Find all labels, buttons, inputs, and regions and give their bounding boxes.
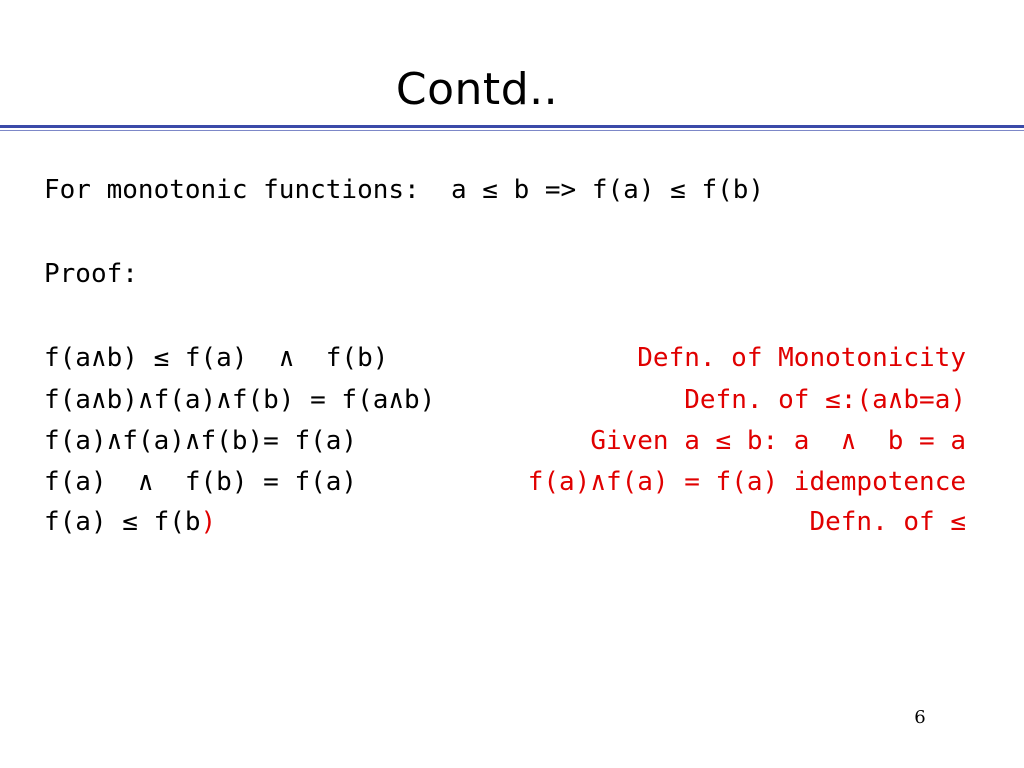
proof-step-statement-tail: ) bbox=[200, 507, 217, 537]
proof-step-statement: f(a) ≤ f(b) bbox=[44, 502, 216, 542]
proof-step-statement: f(a)∧f(a)∧f(b)= f(a) bbox=[44, 426, 358, 456]
proof-step-reason: Defn. of Monotonicity bbox=[637, 343, 966, 373]
proof-step-statement: f(a∧b)∧f(a)∧f(b) = f(a∧b) bbox=[44, 385, 436, 415]
theorem-statement: For monotonic functions: a ≤ b => f(a) ≤… bbox=[44, 175, 765, 205]
title-divider-thin bbox=[0, 130, 1024, 131]
page-number: 6 bbox=[914, 707, 926, 728]
proof-step-statement-head: f(a) ≤ f(b bbox=[44, 507, 201, 537]
proof-step-reason: Defn. of ≤ bbox=[809, 507, 966, 537]
proof-step-statement: f(a∧b) ≤ f(a) ∧ f(b) bbox=[44, 343, 389, 373]
proof-step: f(a) ≤ f(b) Defn. of ≤ bbox=[44, 502, 966, 542]
proof-step-reason: f(a)∧f(a) = f(a) idempotence bbox=[527, 467, 966, 497]
slide-title: Contd.. bbox=[395, 64, 559, 115]
proof-label: Proof: bbox=[44, 259, 138, 289]
proof-step: f(a) ∧ f(b) = f(a) f(a)∧f(a) = f(a) idem… bbox=[44, 462, 966, 502]
proof-step: f(a∧b)∧f(a)∧f(b) = f(a∧b) Defn. of ≤:(a∧… bbox=[44, 380, 966, 420]
proof-step-reason: Defn. of ≤:(a∧b=a) bbox=[684, 385, 966, 415]
proof-step-reason: Given a ≤ b: a ∧ b = a bbox=[590, 426, 966, 456]
proof-step: f(a∧b) ≤ f(a) ∧ f(b) Defn. of Monotonici… bbox=[44, 338, 966, 378]
title-divider bbox=[0, 125, 1024, 128]
proof-step: f(a)∧f(a)∧f(b)= f(a) Given a ≤ b: a ∧ b … bbox=[44, 421, 966, 461]
proof-step-statement: f(a) ∧ f(b) = f(a) bbox=[44, 467, 358, 497]
